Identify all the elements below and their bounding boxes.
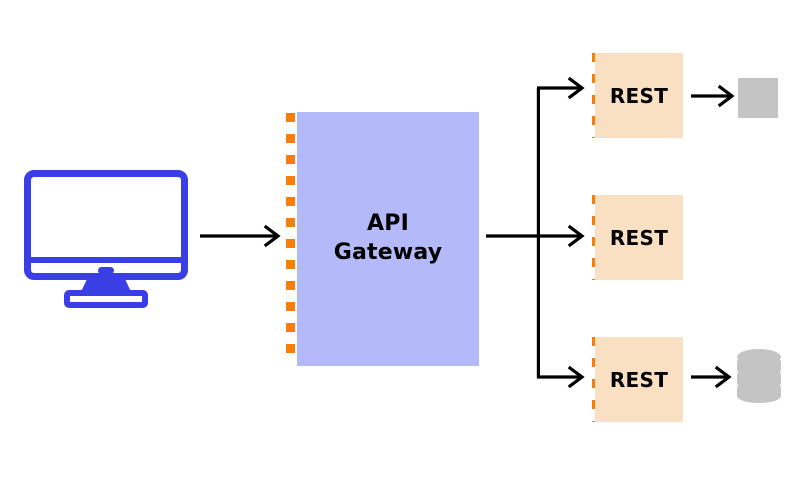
rest-service-box-1[interactable]: REST bbox=[595, 53, 683, 138]
gateway-boundary-dashed-line bbox=[286, 113, 295, 365]
arrow-gateway-to-rest-1 bbox=[537, 76, 585, 100]
monitor-screen-divider bbox=[27, 257, 185, 263]
api-gateway-label: API Gateway bbox=[334, 210, 443, 267]
rest-service-label-2: REST bbox=[609, 225, 669, 250]
monitor-power-dot bbox=[98, 267, 114, 274]
database-cylinder-icon bbox=[736, 348, 782, 406]
gray-square-icon bbox=[738, 78, 778, 118]
rest-service-box-3[interactable]: REST bbox=[595, 337, 683, 422]
api-gateway-box[interactable]: API Gateway bbox=[297, 112, 479, 366]
arrow-gateway-to-rest-2 bbox=[537, 224, 585, 248]
api-gateway-label-line-1: API bbox=[367, 211, 409, 237]
desktop-monitor-icon bbox=[24, 170, 188, 308]
rest-service-box-2[interactable]: REST bbox=[595, 195, 683, 280]
monitor-stand-base bbox=[64, 290, 148, 308]
arrow-rest-1-to-service bbox=[691, 84, 735, 108]
arrow-gateway-trunk bbox=[486, 88, 541, 378]
monitor-screen bbox=[24, 170, 188, 280]
rest-service-label-1: REST bbox=[609, 83, 669, 108]
arrow-rest-3-to-database bbox=[691, 365, 732, 389]
api-gateway-label-line-2: Gateway bbox=[333, 240, 443, 265]
arrow-gateway-to-rest-3 bbox=[537, 365, 585, 389]
rest-service-label-3: REST bbox=[609, 367, 669, 392]
arrow-client-to-gateway bbox=[200, 224, 281, 248]
